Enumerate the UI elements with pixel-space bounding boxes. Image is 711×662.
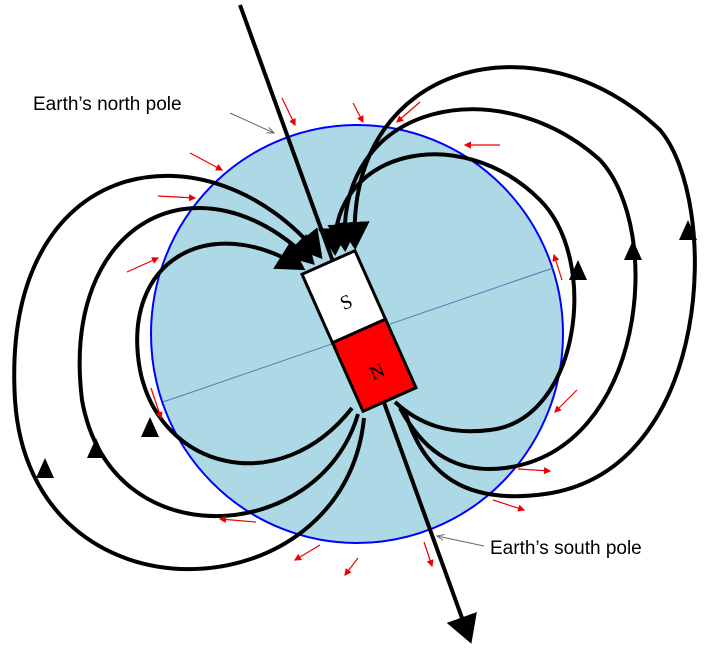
field-line-left-outer [12,173,366,572]
field-direction-arrows [36,220,697,478]
south-pole-leader [437,536,485,547]
field-line-right-inner [317,152,577,434]
field-line-right-outer [337,65,697,499]
field-line-left-middle [77,206,360,518]
arrow-icon [569,260,587,280]
surface-field-arrows [126,97,578,576]
arrow-icon [87,438,105,458]
south-pole-label: Earth’s south pole [490,538,642,559]
bar-magnet: S N [300,248,418,414]
arrow-icon [141,417,159,437]
north-pole-leader [229,112,274,133]
arrow-icon [624,240,642,260]
field-line-left-inner [135,241,354,466]
magnet-north-half [330,317,418,414]
arrow-icon [36,458,54,478]
north-pole-label: Earth’s north pole [33,94,182,115]
arrow-icon [679,220,697,240]
